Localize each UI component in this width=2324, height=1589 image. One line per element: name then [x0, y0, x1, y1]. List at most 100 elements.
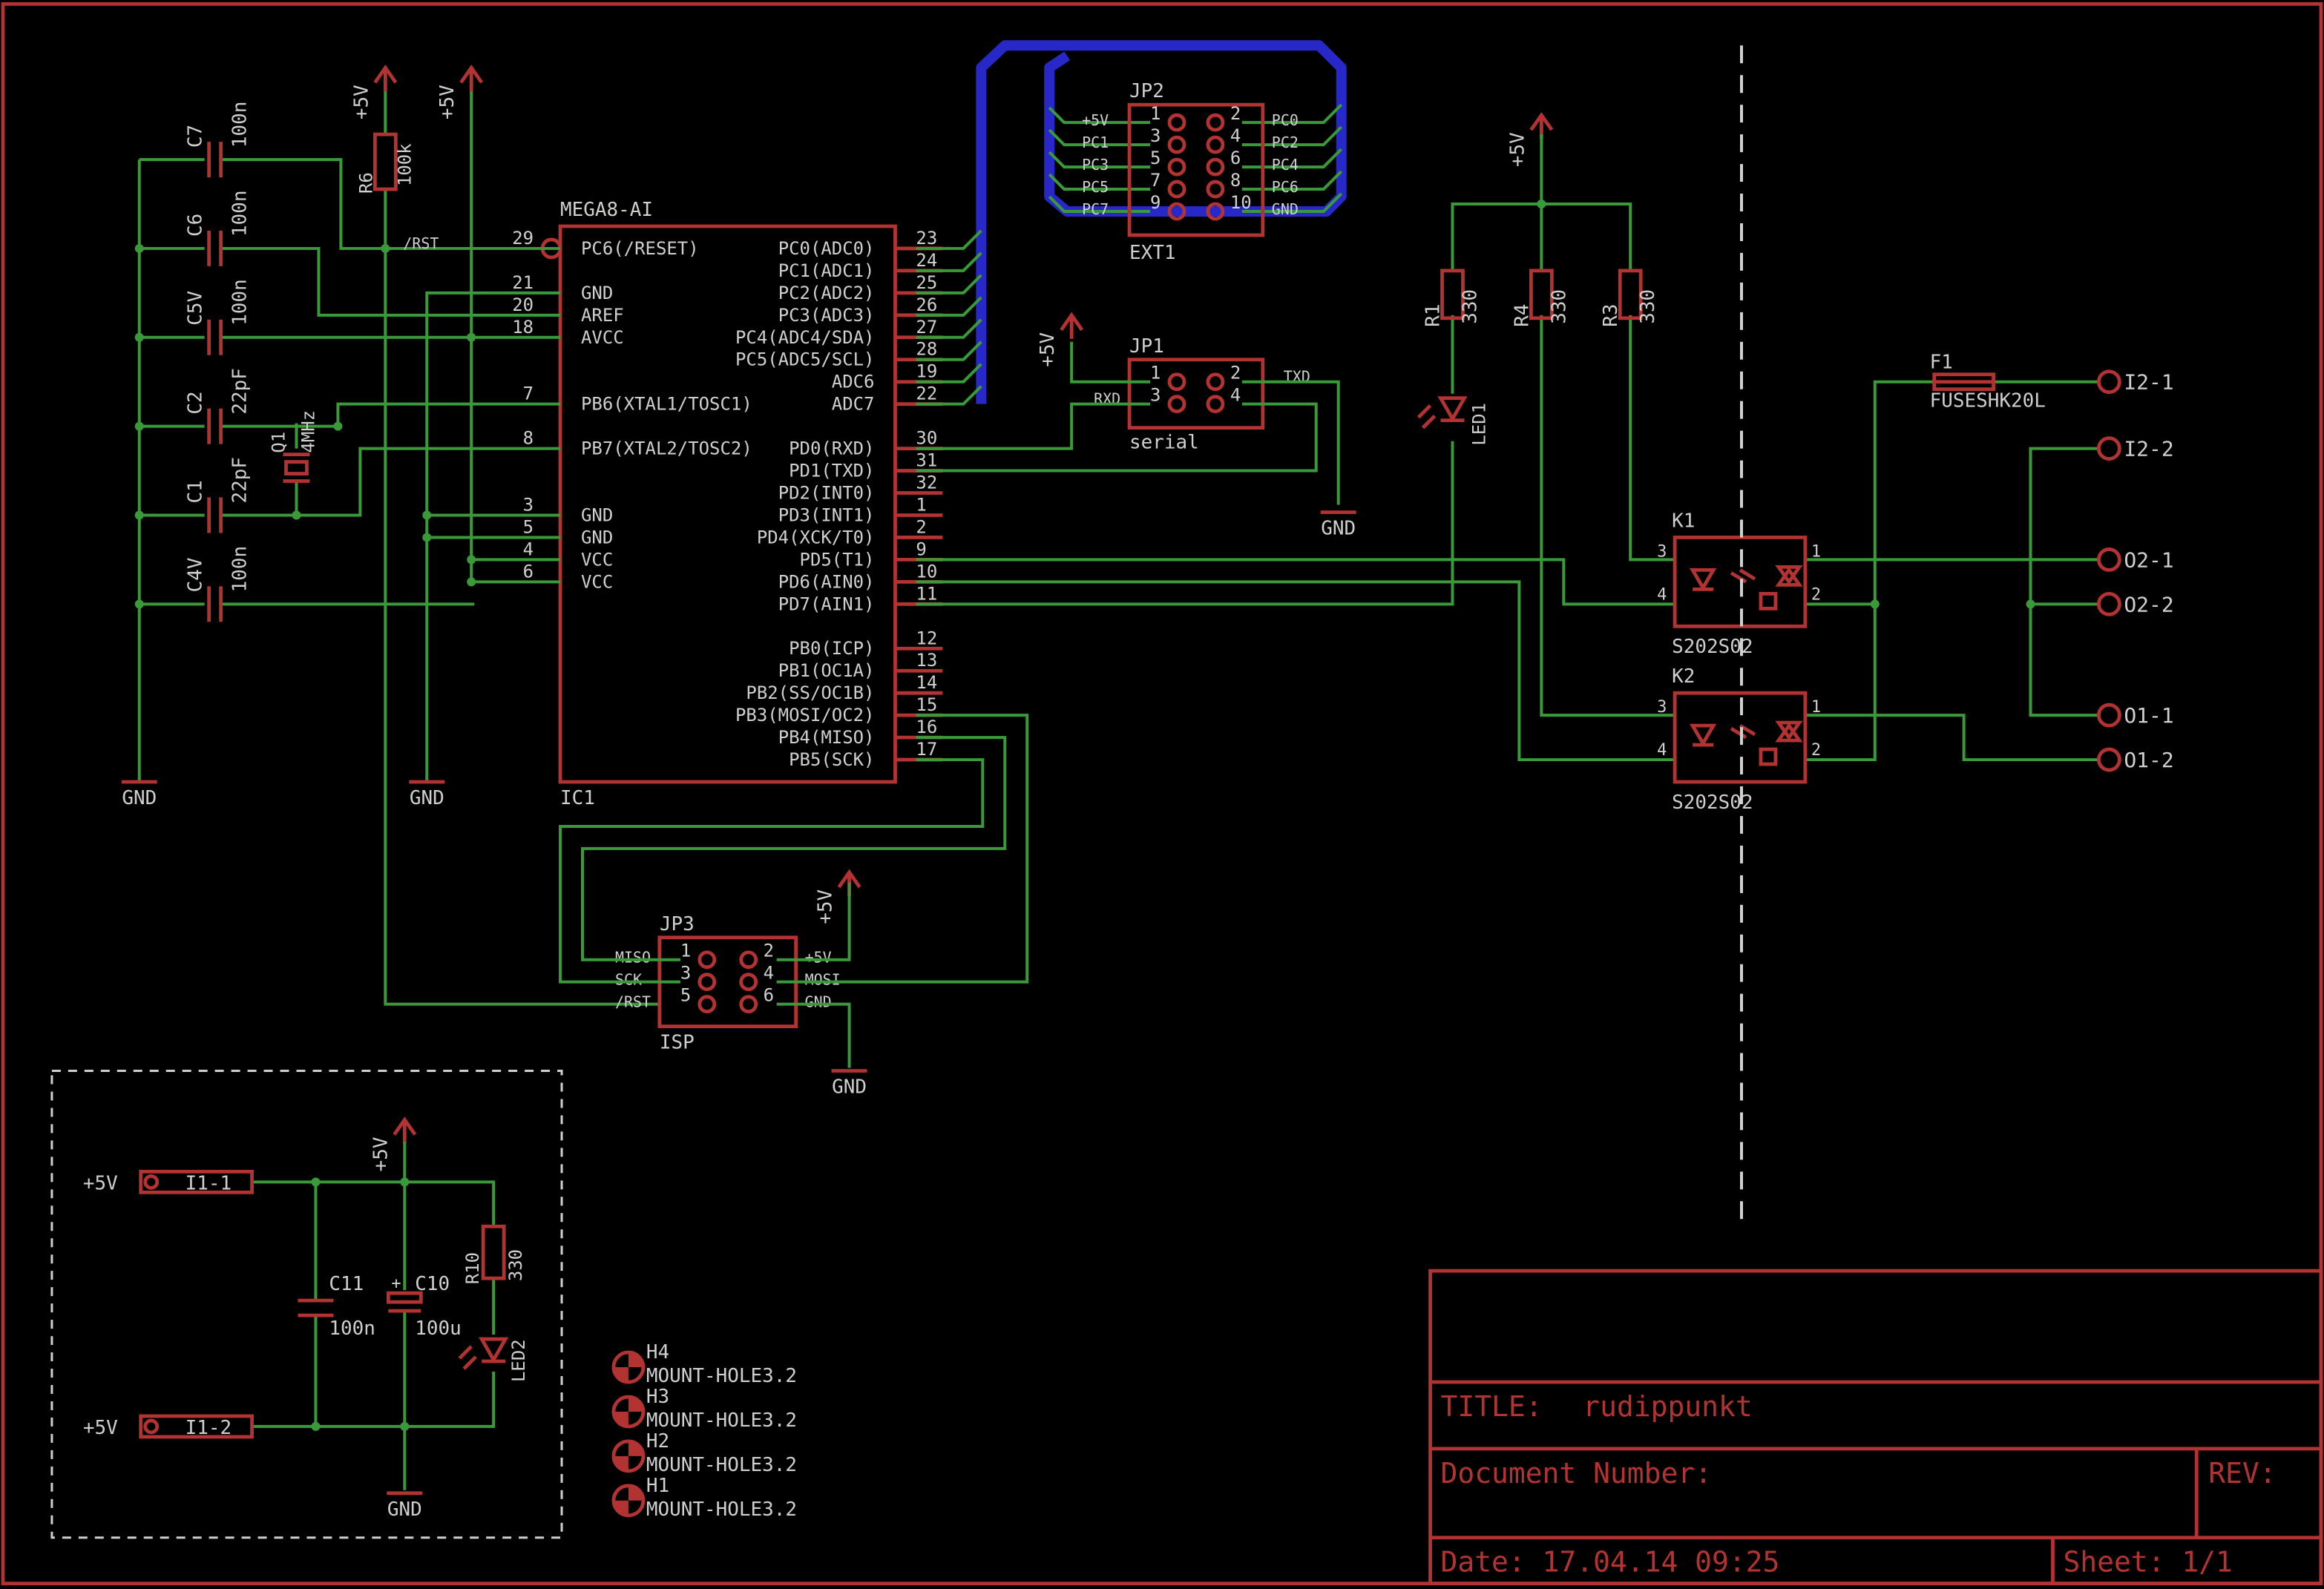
ic1-pin-num: 5 [523, 516, 534, 537]
ic1-pin-num: 20 [512, 295, 534, 315]
ic1-pin-label: PD0(RXD) [789, 438, 874, 459]
header-pin [1167, 180, 1186, 199]
ic1-pin-label: PC4(ADC4/SDA) [735, 327, 874, 348]
header-pin [1206, 157, 1225, 177]
ic1-pin-num: 28 [916, 339, 937, 360]
mount-hole-fill [613, 1455, 628, 1471]
ic1-pin-label: PC5(ADC5/SCL) [735, 349, 874, 370]
relay-light [1730, 727, 1747, 740]
header-pin [739, 995, 758, 1014]
relay-pin: 4 [1657, 585, 1667, 604]
ic1-pin-num: 16 [916, 717, 937, 737]
header-pin-num: 2 [1230, 103, 1241, 124]
isp-wires [559, 714, 1029, 1068]
resistor-value: 330 [1548, 289, 1570, 324]
relay-zc [1759, 591, 1778, 611]
rst-net-label: /RST [403, 234, 439, 252]
ic1-pin-label: PB3(MOSI/OC2) [735, 705, 874, 726]
ic1-pin-num: 17 [916, 739, 937, 760]
capacitor-name: C4V [185, 557, 207, 592]
ic1-name: IC1 [560, 787, 595, 809]
right-wires [916, 134, 2101, 762]
ground-label: GND [1321, 517, 1356, 539]
i1-2-label: I1-2 [186, 1417, 232, 1439]
header-net-label: MOSI [805, 971, 841, 989]
ic1-pin-num: 8 [523, 428, 534, 449]
header-pin [1167, 372, 1186, 392]
header-pin [1206, 180, 1225, 199]
relay-led [1689, 723, 1717, 747]
ic1-pin-num: 19 [916, 361, 937, 382]
ic1-pin-num: 14 [916, 672, 937, 693]
relay-zc [1759, 747, 1778, 766]
header-net-label: PC7 [1082, 200, 1109, 218]
supply-label: +5V [436, 85, 459, 119]
resistor-value: 330 [1637, 289, 1659, 324]
ic1-pin-num: 32 [916, 473, 937, 493]
mount-hole-value: MOUNT-HOLE3.2 [646, 1365, 797, 1387]
mount-hole-fill [628, 1352, 643, 1368]
mount-hole-fill [628, 1485, 643, 1501]
ic1-pin-label: PB6(XTAL1/TOSC1) [581, 394, 752, 415]
relay-value: S202S02 [1672, 792, 1753, 814]
power-block: I1-1 +5V I1-2 +5V C11 100n + C10 100u R1… [50, 1070, 563, 1539]
docnum-label: Document Number: [1441, 1457, 1712, 1490]
ic1-pin-num: 13 [916, 650, 937, 671]
header-pin-num: 5 [1150, 148, 1161, 168]
ground-label: GND [387, 1498, 422, 1521]
relay-light [1730, 571, 1747, 584]
relay-triac [1775, 567, 1803, 587]
r6-name: R6 [355, 172, 376, 194]
terminal-label: O2-2 [2124, 592, 2173, 616]
ic1-pin-num: 10 [916, 561, 937, 582]
led1-name: LED1 [1468, 403, 1489, 446]
i1-1-net: +5V [83, 1172, 118, 1194]
header-net-label: PC5 [1082, 178, 1109, 196]
capacitor-value: 22pF [229, 457, 252, 504]
header-pin-num: 2 [764, 941, 774, 961]
ic1-pin-num: 15 [916, 694, 937, 715]
header-pin-num: 3 [680, 963, 691, 984]
header-net-label: PC3 [1082, 156, 1109, 174]
header-pin-num: 1 [1150, 363, 1161, 384]
ic1-pin-num: 26 [916, 295, 937, 315]
header-pin [1206, 113, 1225, 132]
header-pin [1167, 202, 1186, 221]
relay-led [1689, 568, 1717, 592]
ic1-pin-num: 27 [916, 317, 937, 338]
supply-symbols: +5V+5V+5V+5V+5V+5V [350, 65, 1554, 1171]
c11-value: 100n [329, 1317, 375, 1340]
ic1-pin-label: VCC [581, 549, 613, 570]
header-pin-num: 6 [1230, 148, 1241, 168]
resistor-body [1440, 269, 1465, 320]
ic1-pin-num: 4 [523, 539, 534, 559]
right-terminals: I2-1I2-2O2-1O2-2O1-1O1-2 [2096, 369, 2174, 772]
terminal-label: O1-2 [2124, 748, 2173, 772]
ic1-value: MEGA8-AI [560, 199, 653, 221]
ic1-pin-label: PD3(INT1) [778, 504, 875, 525]
ic1-pin-label: PB4(MISO) [778, 727, 875, 748]
title-block: TITLE: rudippunkt Document Number: REV: … [1428, 1269, 2323, 1586]
ic1-pin-label: GND [581, 504, 613, 525]
terminal-label: I2-1 [2124, 370, 2173, 395]
ic1-pin-label: PC6(/RESET) [581, 238, 699, 259]
relay-pin: 1 [1811, 542, 1821, 561]
header-pin-num: 10 [1230, 192, 1252, 213]
jp1-name: JP1 [1129, 335, 1164, 358]
ic1-pin-num: 22 [916, 384, 937, 404]
header-net-label: PC4 [1272, 156, 1299, 174]
c11-name: C11 [329, 1273, 364, 1295]
jp3-name: JP3 [660, 913, 695, 935]
capacitor-value: 22pF [229, 368, 252, 415]
capacitor-name: C7 [185, 125, 207, 148]
relay-name: K2 [1672, 665, 1695, 688]
header-pin [1206, 202, 1225, 221]
ic1-pin-num: 2 [916, 516, 926, 537]
title-value: rudippunkt [1583, 1390, 1752, 1423]
header-pin [697, 950, 717, 970]
mount-hole-fill [628, 1396, 643, 1412]
ic1-pin-label: PD2(INT0) [778, 483, 875, 504]
